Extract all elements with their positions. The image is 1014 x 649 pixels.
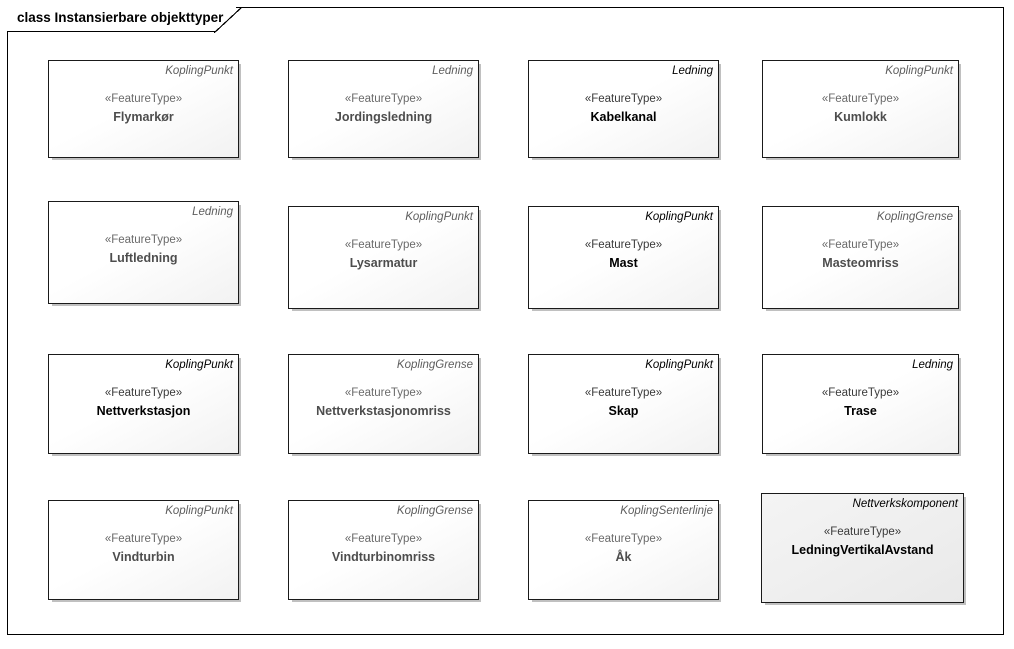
class-namespace-label: KoplingGrense [396, 359, 473, 371]
class-box-body: «FeatureType» Kabelkanal [529, 91, 718, 126]
class-box-body: «FeatureType» Kumlokk [763, 91, 958, 126]
class-name-label: Masteomriss [822, 256, 899, 270]
class-stereotype-label: «FeatureType» [584, 387, 663, 399]
class-box-body: «FeatureType» Lysarmatur [289, 237, 478, 272]
class-name-label: Flymarkør [113, 110, 174, 124]
class-namespace-label: Ledning [192, 206, 233, 218]
class-name-label: Kumlokk [834, 110, 887, 124]
class-box-body: «FeatureType» Flymarkør [49, 91, 238, 126]
diagram-title-tab[interactable]: class Instansierbare objekttyper [7, 7, 242, 33]
class-stereotype-label: «FeatureType» [584, 239, 663, 251]
class-box[interactable]: KoplingGrense «FeatureType» Vindturbinomri… [288, 500, 479, 600]
class-stereotype-label: «FeatureType» [821, 239, 900, 251]
title-tab-shape [7, 7, 236, 32]
class-namespace-label: KoplingPunkt [645, 359, 713, 371]
class-box[interactable]: KoplingPunkt «FeatureType» Lysarmatur [288, 206, 479, 309]
class-box-body: «FeatureType» LedningVertikalAvstand [762, 524, 963, 559]
title-tab-diagonal-edge [214, 7, 242, 33]
class-box[interactable]: KoplingPunkt «FeatureType» Mast [528, 206, 719, 309]
class-box[interactable]: KoplingSenterlinje «FeatureType» Åk [528, 500, 719, 600]
class-name-label: Skap [608, 404, 639, 418]
class-stereotype-label: «FeatureType» [584, 93, 663, 105]
class-box-body: «FeatureType» Vindturbin [49, 531, 238, 566]
class-name-label: Kabelkanal [590, 110, 657, 124]
class-namespace-label: Ledning [672, 65, 713, 77]
class-box[interactable]: KoplingPunkt «FeatureType» Vindturbin [48, 500, 239, 600]
class-stereotype-label: «FeatureType» [584, 533, 663, 545]
class-box[interactable]: Ledning «FeatureType» Trase [762, 354, 959, 454]
class-name-label: Luftledning [109, 251, 178, 265]
class-name-label: Lysarmatur [349, 256, 418, 270]
class-box-body: «FeatureType» Vindturbinomriss [289, 531, 478, 566]
class-stereotype-label: «FeatureType» [823, 526, 902, 538]
class-box-body: «FeatureType» Skap [529, 385, 718, 420]
class-namespace-label: Ledning [432, 65, 473, 77]
class-name-label: Vindturbinomriss [331, 550, 436, 564]
class-namespace-label: Nettverkskomponent [852, 498, 958, 510]
class-namespace-label: KoplingGrense [396, 505, 473, 517]
class-box[interactable]: KoplingPunkt «FeatureType» Flymarkør [48, 60, 239, 158]
class-name-label: Åk [615, 550, 632, 564]
class-name-label: Nettverkstasjonomriss [316, 404, 451, 418]
class-namespace-label: KoplingPunkt [645, 211, 713, 223]
class-box[interactable]: KoplingGrense «FeatureType» Nettverkstasjo… [288, 354, 479, 454]
class-namespace-label: KoplingPunkt [405, 211, 473, 223]
class-stereotype-label: «FeatureType» [104, 387, 183, 399]
class-namespace-label: Ledning [912, 359, 953, 371]
diagram-title-label: class Instansierbare objekttyper [17, 10, 224, 25]
class-box-body: «FeatureType» Nettverkstasjonomriss [289, 385, 478, 420]
class-namespace-label: KoplingSenterlinje [620, 505, 713, 517]
title-tab-bottom-border [7, 31, 216, 32]
class-namespace-label: KoplingPunkt [885, 65, 953, 77]
class-box-body: «FeatureType» Masteomriss [763, 237, 958, 272]
class-namespace-label: KoplingPunkt [165, 359, 233, 371]
class-box[interactable]: KoplingPunkt «FeatureType» Skap [528, 354, 719, 454]
class-namespace-label: KoplingPunkt [165, 505, 233, 517]
class-stereotype-label: «FeatureType» [821, 93, 900, 105]
class-stereotype-label: «FeatureType» [344, 387, 423, 399]
class-name-label: Jordingsledning [334, 110, 433, 124]
class-box-body: «FeatureType» Trase [763, 385, 958, 420]
class-name-label: Trase [844, 404, 877, 418]
class-stereotype-label: «FeatureType» [344, 533, 423, 545]
class-box[interactable]: KoplingGrense «FeatureType» Masteomriss [762, 206, 959, 309]
class-box-body: «FeatureType» Jordingsledning [289, 91, 478, 126]
class-name-label: Nettverkstasjon [96, 404, 191, 418]
class-name-label: Mast [609, 256, 638, 270]
class-namespace-label: KoplingGrense [876, 211, 953, 223]
class-box-body: «FeatureType» Mast [529, 237, 718, 272]
class-box[interactable]: KoplingPunkt «FeatureType» Kumlokk [762, 60, 959, 158]
class-box[interactable]: Ledning «FeatureType» Luftledning [48, 201, 239, 304]
class-box-body: «FeatureType» Åk [529, 531, 718, 566]
class-box-body: «FeatureType» Luftledning [49, 232, 238, 267]
class-box[interactable]: KoplingPunkt «FeatureType» Nettverkstasjon [48, 354, 239, 454]
class-stereotype-label: «FeatureType» [104, 93, 183, 105]
class-stereotype-label: «FeatureType» [821, 387, 900, 399]
class-stereotype-label: «FeatureType» [104, 533, 183, 545]
class-name-label: LedningVertikalAvstand [791, 543, 934, 557]
class-box-body: «FeatureType» Nettverkstasjon [49, 385, 238, 420]
class-box[interactable]: Nettverkskomponent «FeatureType» LedningVe… [761, 493, 964, 603]
class-name-label: Vindturbin [112, 550, 175, 564]
class-namespace-label: KoplingPunkt [165, 65, 233, 77]
class-box[interactable]: Ledning «FeatureType» Kabelkanal [528, 60, 719, 158]
class-stereotype-label: «FeatureType» [344, 93, 423, 105]
class-box[interactable]: Ledning «FeatureType» Jordingsledning [288, 60, 479, 158]
class-stereotype-label: «FeatureType» [104, 234, 183, 246]
class-stereotype-label: «FeatureType» [344, 239, 423, 251]
